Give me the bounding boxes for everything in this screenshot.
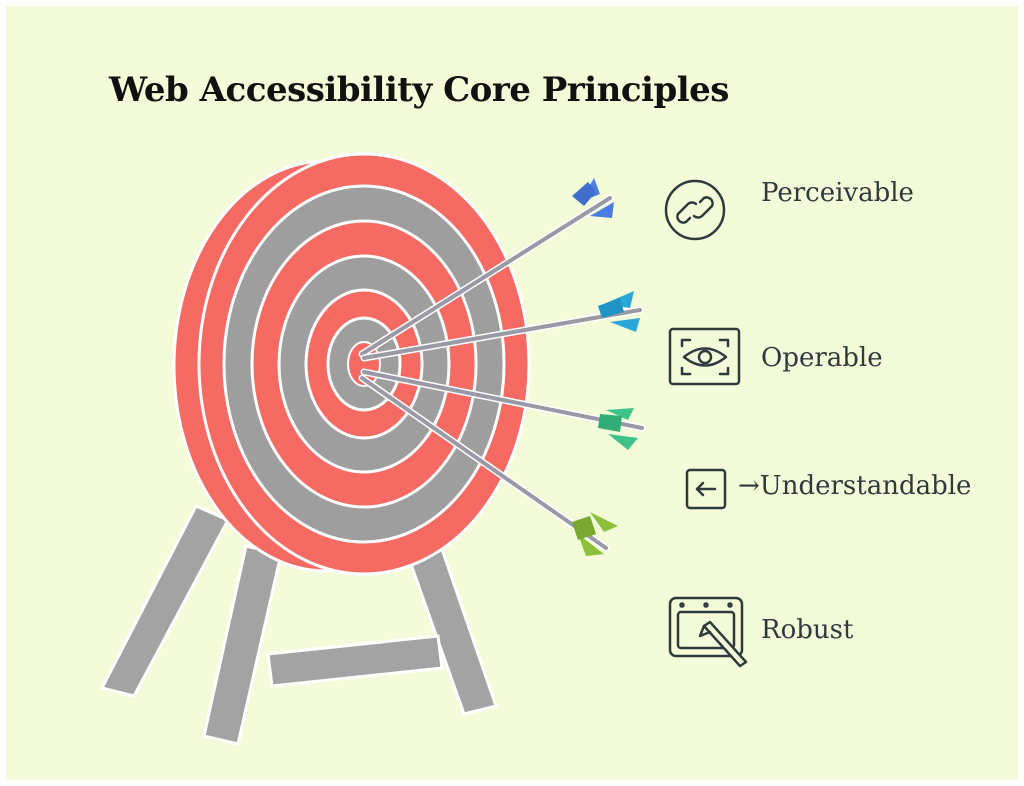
arrow-left-right-icon (685, 468, 727, 510)
eye-scan-icon (668, 327, 741, 386)
principle-label-operable: Operable (761, 343, 883, 373)
understandable-text: Understandable (759, 471, 972, 501)
diagram-title: Web Accessibility Core Principles (109, 70, 729, 110)
diagram-canvas: Web Accessibility Core Principles (6, 6, 1018, 780)
target-face (197, 152, 531, 576)
easel-stand (99, 504, 498, 746)
target-illustration (99, 152, 748, 746)
principle-label-perceivable: Perceivable (761, 178, 914, 208)
principle-label-robust: Robust (761, 615, 854, 645)
arrow-robust (358, 374, 618, 556)
principle-label-understandable: →Understandable (738, 471, 971, 501)
tablet-stylus-icon (668, 596, 748, 668)
arrow-perceivable (358, 178, 614, 358)
arrow-understandable (360, 368, 646, 450)
right-arrow-glyph: → (738, 471, 760, 501)
arrow-operable (360, 291, 644, 362)
link-icon (664, 179, 726, 241)
